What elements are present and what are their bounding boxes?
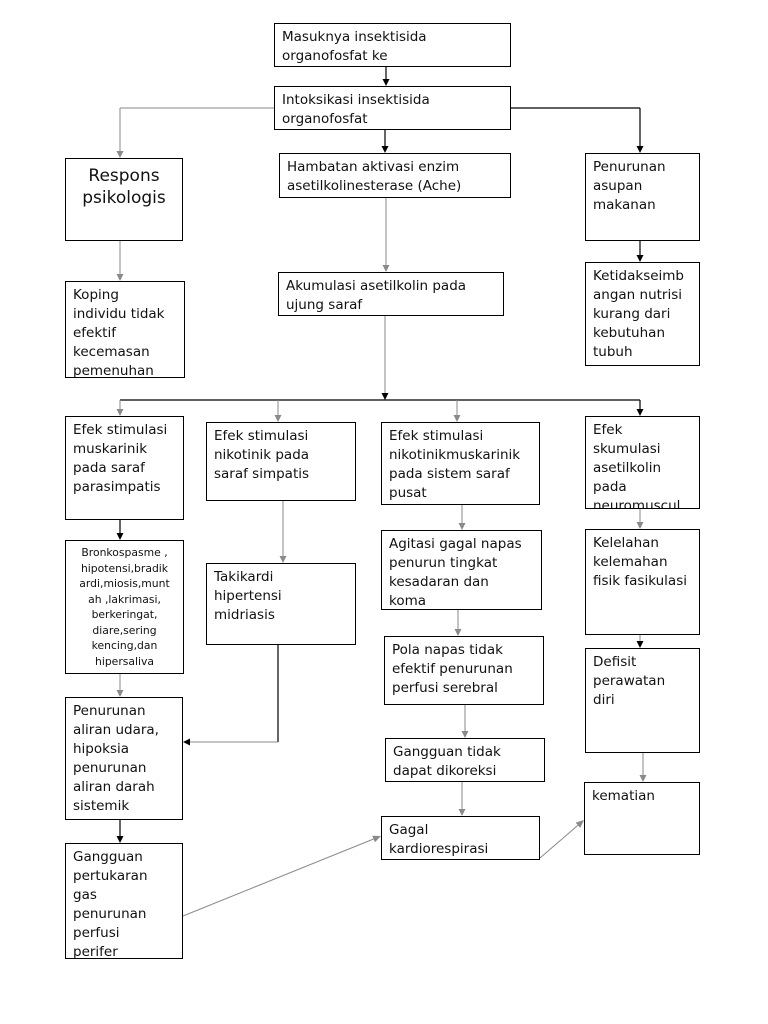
box-masuknya: Masuknya insektisida organofosfat ke <box>274 23 511 67</box>
arrowhead <box>639 775 647 782</box>
box-agitasi: Agitasi gagal napas penurun tingkat kesa… <box>381 530 542 610</box>
box-efek-pusat: Efek stimulasi nikotinikmuskarinik pada … <box>381 422 540 505</box>
connector-line <box>539 824 579 859</box>
arrowhead <box>636 522 644 529</box>
box-efek-muskarinik: Efek stimulasi muskarinik pada saraf par… <box>65 416 184 520</box>
box-koping: Koping individu tidak efektif kecemasan … <box>65 281 185 378</box>
arrowhead <box>636 409 644 416</box>
arrowhead <box>453 415 461 422</box>
box-hambatan: Hambatan aktivasi enzim asetilkolinester… <box>279 153 511 198</box>
arrowhead <box>454 629 462 636</box>
arrowhead <box>116 836 124 843</box>
arrowhead <box>636 641 644 648</box>
arrowhead <box>458 523 466 530</box>
arrowhead <box>116 274 124 281</box>
arrowhead <box>458 809 466 816</box>
arrowhead <box>636 146 644 153</box>
arrowhead <box>116 409 124 416</box>
box-pola-napas: Pola napas tidak efektif penurunan perfu… <box>384 636 544 705</box>
arrowhead <box>636 255 644 262</box>
box-kematian: kematian <box>584 782 700 855</box>
box-efek-nikotinik: Efek stimulasi nikotinik pada saraf simp… <box>206 422 356 501</box>
box-intoksikasi: Intoksikasi insektisida organofosfat <box>274 86 511 130</box>
arrowhead <box>274 415 282 422</box>
box-efek-neuromuscular: Efek skumulasi asetilkolin pada neuromus… <box>585 416 700 509</box>
box-penurunan-asupan: Penurunan asupan makanan <box>585 153 700 241</box>
box-gangguan-koreksi: Gangguan tidak dapat dikoreksi <box>385 738 545 782</box>
box-respons-psikologis: Respons psikologis <box>65 158 183 241</box>
arrowhead <box>382 265 390 272</box>
arrowhead <box>116 690 124 697</box>
box-takikardi: Takikardi hipertensi midriasis <box>206 563 356 645</box>
box-bronkospasme: Bronkospasme , hipotensi,bradik ardi,mio… <box>65 540 184 674</box>
arrowhead <box>575 820 584 828</box>
arrowhead <box>381 393 389 400</box>
box-ketidakseimbangan: Ketidakseimb angan nutrisi kurang dari k… <box>585 262 700 366</box>
arrowhead <box>116 533 124 540</box>
arrowhead <box>183 738 190 746</box>
arrowhead <box>279 556 287 563</box>
arrowhead <box>372 835 381 843</box>
box-akumulasi: Akumulasi asetilkolin pada ujung saraf <box>278 272 504 316</box>
box-gangguan-pertukaran: Gangguan pertukaran gas penurunan perfus… <box>65 843 183 959</box>
arrowhead <box>382 79 390 86</box>
arrowhead <box>381 146 389 153</box>
box-kelelahan: Kelelahan kelemahan fisik fasikulasi <box>585 529 700 635</box>
arrowhead <box>116 151 124 158</box>
arrowhead <box>461 731 469 738</box>
box-gagal-kardiorespirasi: Gagal kardiorespirasi <box>381 816 540 860</box>
box-defisit: Defisit perawatan diri <box>585 648 700 753</box>
box-penurunan-aliran: Penurunan aliran udara, hipoksia penurun… <box>65 697 183 820</box>
connector-line <box>182 838 374 917</box>
